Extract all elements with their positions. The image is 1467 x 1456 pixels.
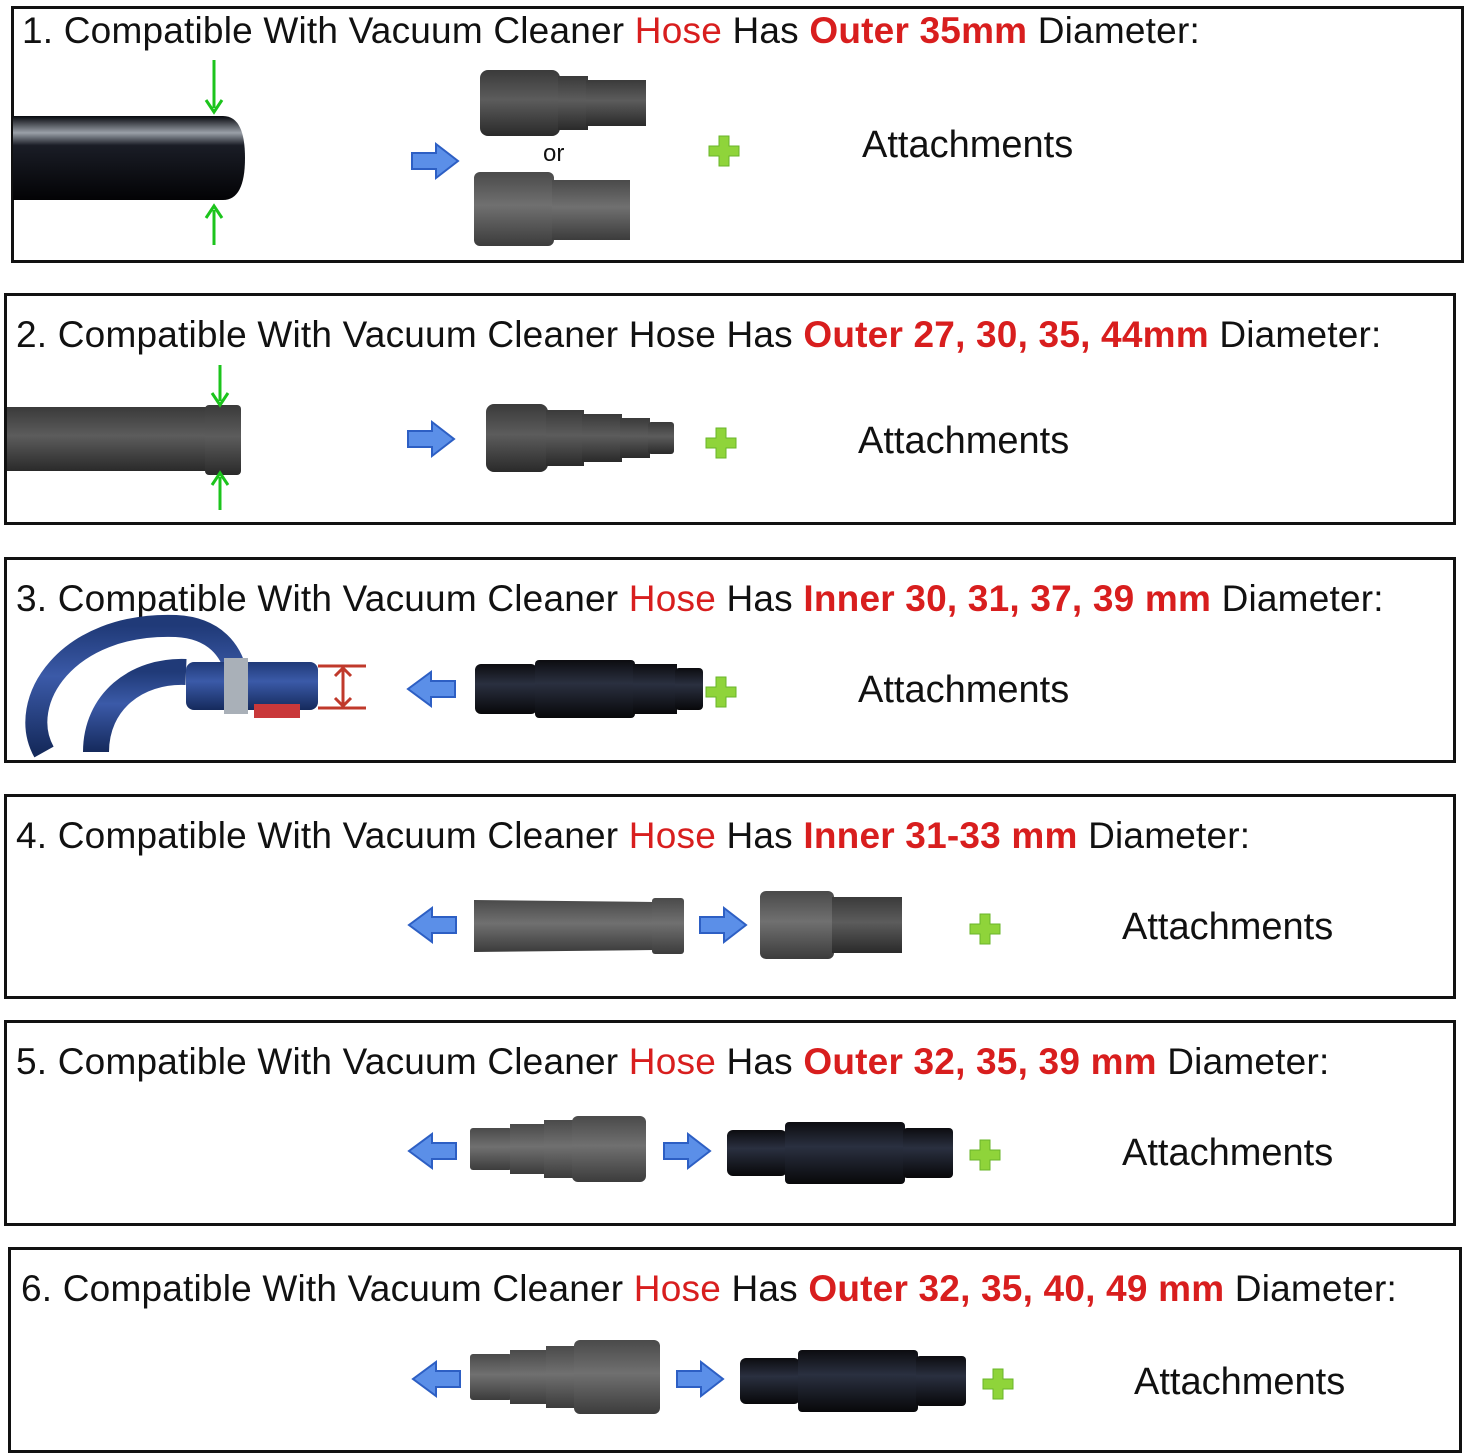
panel-5 [4, 1020, 1456, 1226]
right-arrow-icon [407, 419, 456, 459]
right-arrow-icon [676, 1359, 725, 1399]
left-arrow-icon [406, 670, 456, 708]
adapter-image [474, 172, 630, 246]
diameter-spec: Outer 27, 30, 35, 44mm [803, 314, 1209, 355]
has-word: Has [732, 10, 799, 51]
attachments-label: Attachments [1122, 906, 1334, 948]
measure-arrow-icon [210, 365, 230, 510]
attachments-label: Attachments [1122, 1132, 1334, 1174]
panel-number: 5. [16, 1041, 48, 1082]
hose-word: Hose [628, 314, 716, 355]
left-arrow-icon [411, 1360, 461, 1398]
adapter-image [486, 404, 674, 472]
has-word: Has [726, 1041, 793, 1082]
plus-icon [705, 427, 737, 459]
has-word: Has [726, 314, 793, 355]
has-word: Has [731, 1268, 798, 1309]
adapter-image [474, 898, 684, 954]
diameter-spec: Outer 32, 35, 39 mm [803, 1041, 1157, 1082]
panel-number: 3. [16, 578, 48, 619]
heading-prefix: Compatible With Vacuum Cleaner [62, 1268, 624, 1309]
attachments-label: Attachments [858, 669, 1070, 711]
adapter-image [475, 660, 703, 718]
panel-1 [11, 6, 1464, 263]
hose-word: Hose [628, 1041, 716, 1082]
plus-icon [969, 913, 1001, 945]
diameter-spec: Inner 31-33 mm [803, 815, 1078, 856]
heading-prefix: Compatible With Vacuum Cleaner [57, 1041, 619, 1082]
panel-3-heading: 3. Compatible With Vacuum Cleaner Hose H… [16, 578, 1384, 620]
hose-word: Hose [634, 10, 722, 51]
panel-4-heading: 4. Compatible With Vacuum Cleaner Hose H… [16, 815, 1250, 857]
adapter-image [727, 1122, 953, 1184]
hose-word: Hose [628, 815, 716, 856]
panel-number: 4. [16, 815, 48, 856]
hose-handle-image [25, 614, 318, 758]
or-label: or [543, 140, 565, 167]
plus-icon [982, 1368, 1014, 1400]
heading-prefix: Compatible With Vacuum Cleaner [57, 578, 619, 619]
measure-arrow-icon [318, 664, 366, 710]
adapter-image [470, 1116, 646, 1182]
heading-prefix: Compatible With Vacuum Cleaner [57, 314, 619, 355]
panel-number: 1. [22, 10, 54, 51]
panel-5-heading: 5. Compatible With Vacuum Cleaner Hose H… [16, 1041, 1329, 1083]
heading-suffix: Diameter: [1221, 578, 1384, 619]
panel-6 [8, 1247, 1462, 1453]
heading-suffix: Diameter: [1088, 815, 1251, 856]
attachments-label: Attachments [858, 420, 1070, 462]
heading-suffix: Diameter: [1037, 10, 1200, 51]
diameter-spec: Inner 30, 31, 37, 39 mm [803, 578, 1212, 619]
left-arrow-icon [407, 906, 457, 944]
attachments-label: Attachments [862, 124, 1074, 166]
diameter-spec: Outer 35mm [809, 10, 1028, 51]
hose-image [7, 405, 241, 475]
panel-number: 6. [21, 1268, 53, 1309]
heading-suffix: Diameter: [1219, 314, 1382, 355]
plus-icon [705, 676, 737, 708]
adapter-image [470, 1340, 660, 1414]
adapter-image [760, 891, 902, 959]
adapter-image [480, 70, 646, 136]
panel-6-heading: 6. Compatible With Vacuum Cleaner Hose H… [21, 1268, 1457, 1310]
right-arrow-icon [699, 905, 748, 945]
panel-1-heading: 1. Compatible With Vacuum Cleaner Hose H… [22, 10, 1200, 52]
panel-2-heading: 2. Compatible With Vacuum Cleaner Hose H… [16, 314, 1382, 356]
plus-icon [708, 135, 740, 167]
panel-2 [4, 293, 1456, 525]
heading-suffix: Diameter: [1234, 1268, 1397, 1309]
left-arrow-icon [407, 1132, 457, 1170]
diameter-spec: Outer 32, 35, 40, 49 mm [808, 1268, 1225, 1309]
right-arrow-icon [411, 141, 460, 181]
hose-word: Hose [633, 1268, 721, 1309]
plus-icon [969, 1139, 1001, 1171]
hose-word: Hose [628, 578, 716, 619]
heading-prefix: Compatible With Vacuum Cleaner [63, 10, 625, 51]
attachments-label: Attachments [1134, 1361, 1346, 1403]
right-arrow-icon [663, 1131, 712, 1171]
hose-image [13, 116, 245, 200]
measure-arrow-icon [204, 60, 224, 245]
heading-prefix: Compatible With Vacuum Cleaner [57, 815, 619, 856]
has-word: Has [726, 578, 793, 619]
heading-suffix: Diameter: [1167, 1041, 1330, 1082]
panel-number: 2. [16, 314, 48, 355]
adapter-image [740, 1350, 966, 1412]
has-word: Has [726, 815, 793, 856]
panel-4 [4, 794, 1456, 999]
